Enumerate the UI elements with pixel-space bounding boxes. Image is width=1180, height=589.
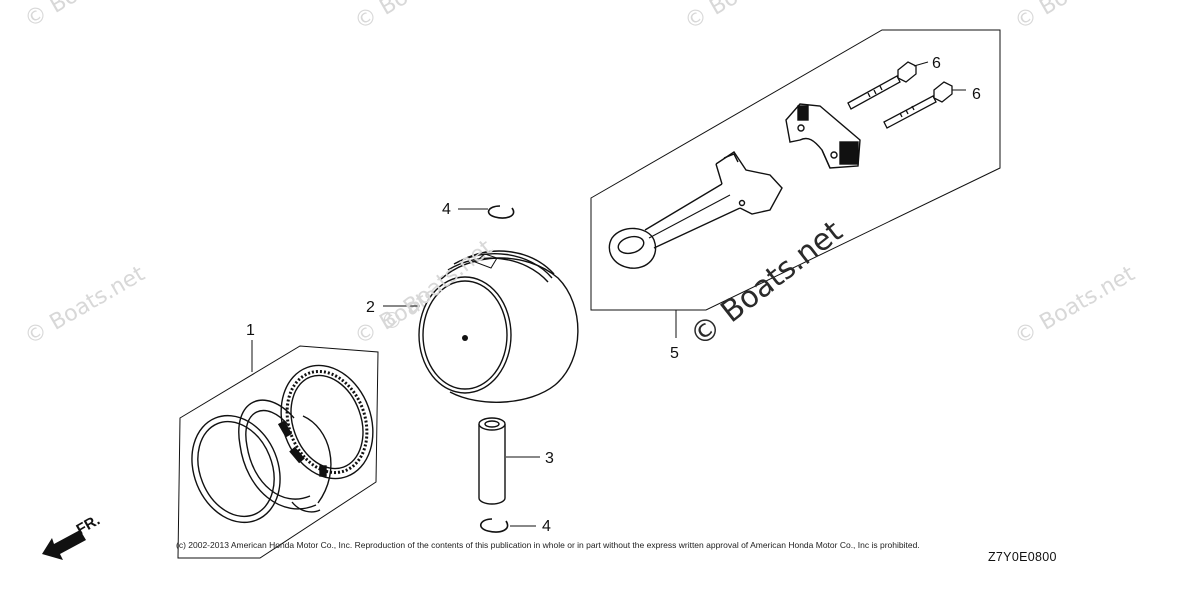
callout-rod-bolt-b[interactable]: 6 bbox=[972, 86, 981, 103]
rod-cap[interactable] bbox=[785, 103, 861, 169]
rod-bolt-b[interactable] bbox=[883, 81, 966, 129]
rod-bolt-a[interactable] bbox=[847, 61, 929, 110]
watermark-large: © Boats.net bbox=[683, 214, 849, 354]
piston-ring-set[interactable] bbox=[176, 340, 388, 559]
ring-set-box bbox=[177, 345, 379, 559]
diagram-code: Z7Y0E0800 bbox=[988, 550, 1057, 564]
callout-connecting-rod-assy[interactable]: 5 bbox=[670, 345, 679, 362]
watermark: © Boats.net bbox=[351, 0, 480, 35]
rod-assy-box bbox=[590, 29, 1001, 311]
watermark: © Boats.net bbox=[21, 261, 150, 350]
watermark: © Boats.net bbox=[1011, 261, 1140, 350]
pin-clip-bottom[interactable] bbox=[480, 518, 536, 533]
callout-piston-ring-set[interactable]: 1 bbox=[246, 322, 255, 339]
arrow-icon bbox=[42, 530, 86, 560]
callout-pin-clip-bottom[interactable]: 4 bbox=[542, 518, 551, 535]
callout-piston-pin[interactable]: 3 bbox=[545, 450, 554, 467]
callout-pin-clip-top[interactable]: 4 bbox=[442, 201, 451, 218]
callout-rod-bolt-a[interactable]: 6 bbox=[932, 55, 941, 72]
piston[interactable] bbox=[383, 250, 579, 403]
front-direction-arrow: FR. bbox=[42, 512, 103, 560]
connecting-rod-assy[interactable] bbox=[590, 29, 1001, 338]
watermark: © Boats.net bbox=[1011, 0, 1140, 35]
watermark: © Boats.net bbox=[21, 0, 150, 33]
watermark: © Boats.net bbox=[681, 0, 810, 35]
copyright-notice: (c) 2002-2013 American Honda Motor Co., … bbox=[176, 540, 920, 550]
background-watermarks: © Boats.net © Boats.net © Boats.net © Bo… bbox=[21, 0, 1140, 350]
piston-pin[interactable] bbox=[478, 417, 540, 505]
callout-piston[interactable]: 2 bbox=[366, 299, 375, 316]
pin-clip-top[interactable] bbox=[458, 205, 515, 219]
